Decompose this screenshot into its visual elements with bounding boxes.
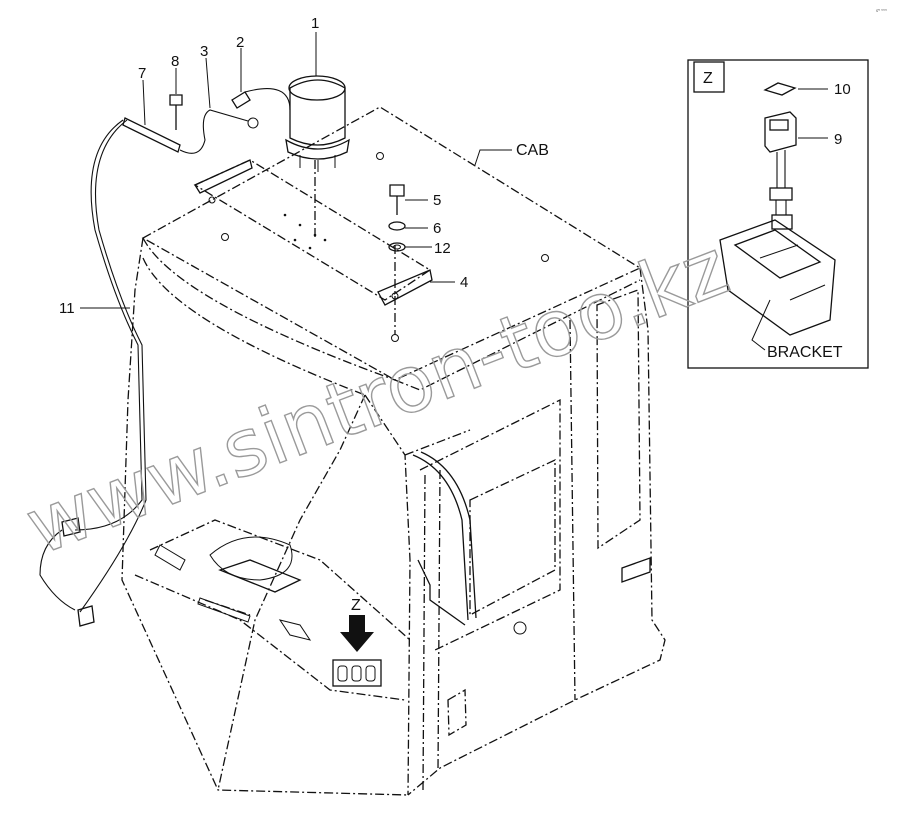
beacon-lamp: [285, 75, 350, 172]
callout-9: 9: [834, 131, 842, 148]
callout-labels: 1 2 3 8 7 5 6 12 4 11 10 9 CAB BRACKET Z…: [59, 15, 851, 614]
detail-z-label: Z: [703, 70, 713, 87]
detail-z-box: [687, 59, 869, 369]
view-z-label: Z: [351, 597, 361, 614]
watermark: www.sintron-too.kz: [15, 223, 740, 573]
callout-8: 8: [171, 53, 179, 70]
callout-1: 1: [311, 15, 319, 32]
wiring: [39, 88, 406, 627]
callout-11: 11: [59, 300, 75, 317]
callout-6: 6: [433, 220, 441, 237]
switch-panel: [332, 615, 382, 687]
callout-12: 12: [434, 240, 451, 257]
corner-mark: sᴺ ᴰᴰᴰ: [876, 8, 887, 13]
callout-3: 3: [200, 43, 208, 60]
leader-lines: [80, 32, 512, 309]
callout-5: 5: [433, 192, 441, 209]
cab-label: CAB: [516, 142, 549, 159]
cab-outline: [121, 106, 666, 796]
callout-10: 10: [834, 81, 851, 98]
callout-7: 7: [138, 65, 146, 82]
bracket-label: BRACKET: [767, 344, 843, 361]
mount-plate: [193, 159, 433, 335]
callout-4: 4: [460, 274, 468, 291]
callout-2: 2: [236, 34, 244, 51]
view-arrow-icon: [340, 615, 374, 652]
